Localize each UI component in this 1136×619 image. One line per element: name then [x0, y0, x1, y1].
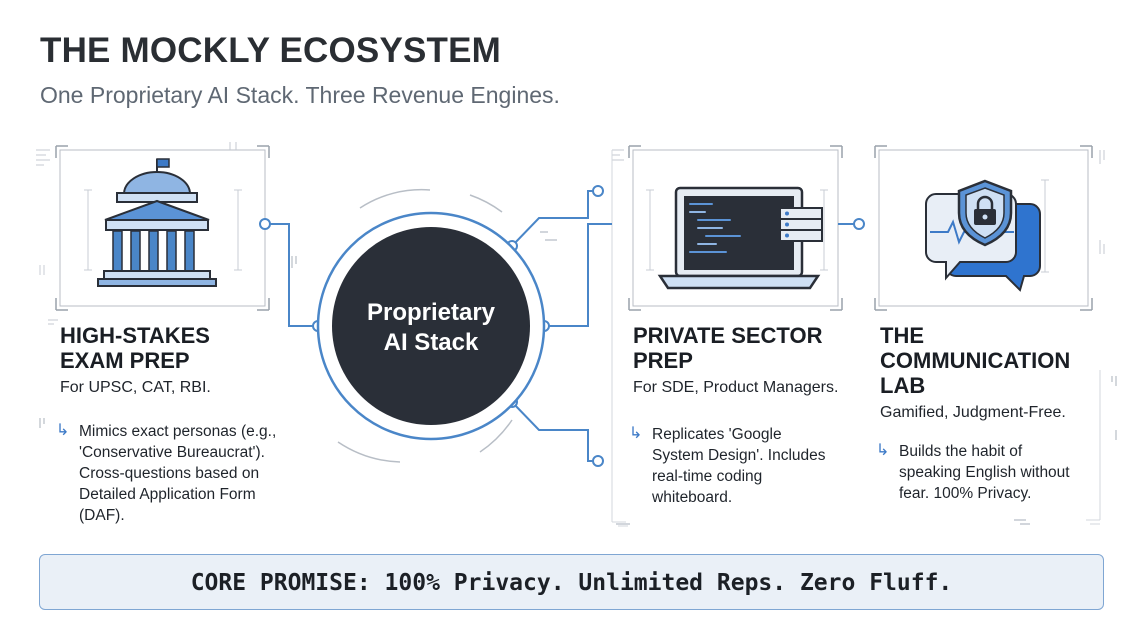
exam-prep-bullet-line: Mimics exact personas (e.g.,: [79, 423, 277, 440]
frame-private-sector: [611, 145, 843, 527]
exam-prep-subtitle: For UPSC, CAT, RBI.: [60, 379, 211, 396]
communication-lab-bullet-line: Builds the habit of: [899, 443, 1023, 460]
hub-label-line1: Proprietary: [366, 299, 496, 326]
private-sector-heading-line1: PRIVATE SECTOR: [633, 323, 823, 348]
government-building-icon: [97, 158, 217, 287]
bullet-arrow-icon: ↳: [876, 442, 890, 459]
private-sector-bullet-line: System Design'. Includes: [652, 447, 826, 464]
hub-label: Proprietary AI Stack: [331, 298, 531, 358]
communication-lab-heading: THE COMMUNICATION LAB: [880, 323, 1070, 398]
private-sector-bullet-line: whiteboard.: [652, 489, 733, 506]
frame-communication-lab: [874, 145, 1105, 525]
laptop-code-icon: [657, 186, 823, 290]
exam-prep-bullet-line: 'Conservative Bureaucrat').: [79, 444, 265, 461]
communication-lab-subtitle: Gamified, Judgment-Free.: [880, 404, 1066, 421]
private-sector-bullet: ↳ Replicates 'Google System Design'. Inc…: [629, 424, 862, 508]
exam-prep-bullet-line: Cross-questions based on: [79, 465, 260, 482]
communication-lab-bullet: ↳ Builds the habit of speaking English w…: [876, 441, 1104, 504]
private-sector-bullet-line: real-time coding: [652, 468, 763, 485]
private-sector-heading-line2: PREP: [633, 348, 693, 373]
private-sector-bullet-line: Replicates 'Google: [652, 426, 782, 443]
communication-lab-heading-line3: LAB: [880, 373, 926, 398]
exam-prep-bullet-line: Detailed Application Form: [79, 486, 256, 503]
core-promise-banner: CORE PROMISE: 100% Privacy. Unlimited Re…: [39, 554, 1104, 610]
communication-lab-bullet-line: speaking English without: [899, 464, 1070, 481]
communication-lab-heading-line1: THE: [880, 323, 924, 348]
bullet-arrow-icon: ↳: [56, 422, 70, 439]
exam-prep-heading-line1: HIGH-STAKES: [60, 323, 210, 348]
communication-lab-heading-line2: COMMUNICATION: [880, 348, 1071, 373]
exam-prep-heading: HIGH-STAKES EXAM PREP: [60, 323, 210, 373]
private-sector-heading: PRIVATE SECTOR PREP: [633, 323, 822, 373]
decor-markers: [39, 376, 1117, 525]
exam-prep-heading-line2: EXAM PREP: [60, 348, 190, 373]
bullet-arrow-icon: ↳: [629, 425, 643, 442]
private-sector-subtitle: For SDE, Product Managers.: [633, 379, 839, 396]
page-title: THE MOCKLY ECOSYSTEM: [40, 31, 502, 70]
communication-lab-bullet-line: fear. 100% Privacy.: [899, 485, 1032, 502]
page-subtitle: One Proprietary AI Stack. Three Revenue …: [40, 82, 560, 108]
shield-lock-chat-icon: [925, 179, 1041, 292]
hub-node: [291, 188, 557, 463]
hub-label-line2: AI Stack: [383, 329, 479, 356]
connector-lines: [265, 190, 859, 462]
exam-prep-bullet-line: (DAF).: [79, 507, 125, 524]
core-promise-text: CORE PROMISE: 100% Privacy. Unlimited Re…: [190, 570, 953, 596]
frame-exam-prep: [36, 142, 270, 325]
exam-prep-bullet: ↳ Mimics exact personas (e.g., 'Conserva…: [56, 421, 309, 526]
